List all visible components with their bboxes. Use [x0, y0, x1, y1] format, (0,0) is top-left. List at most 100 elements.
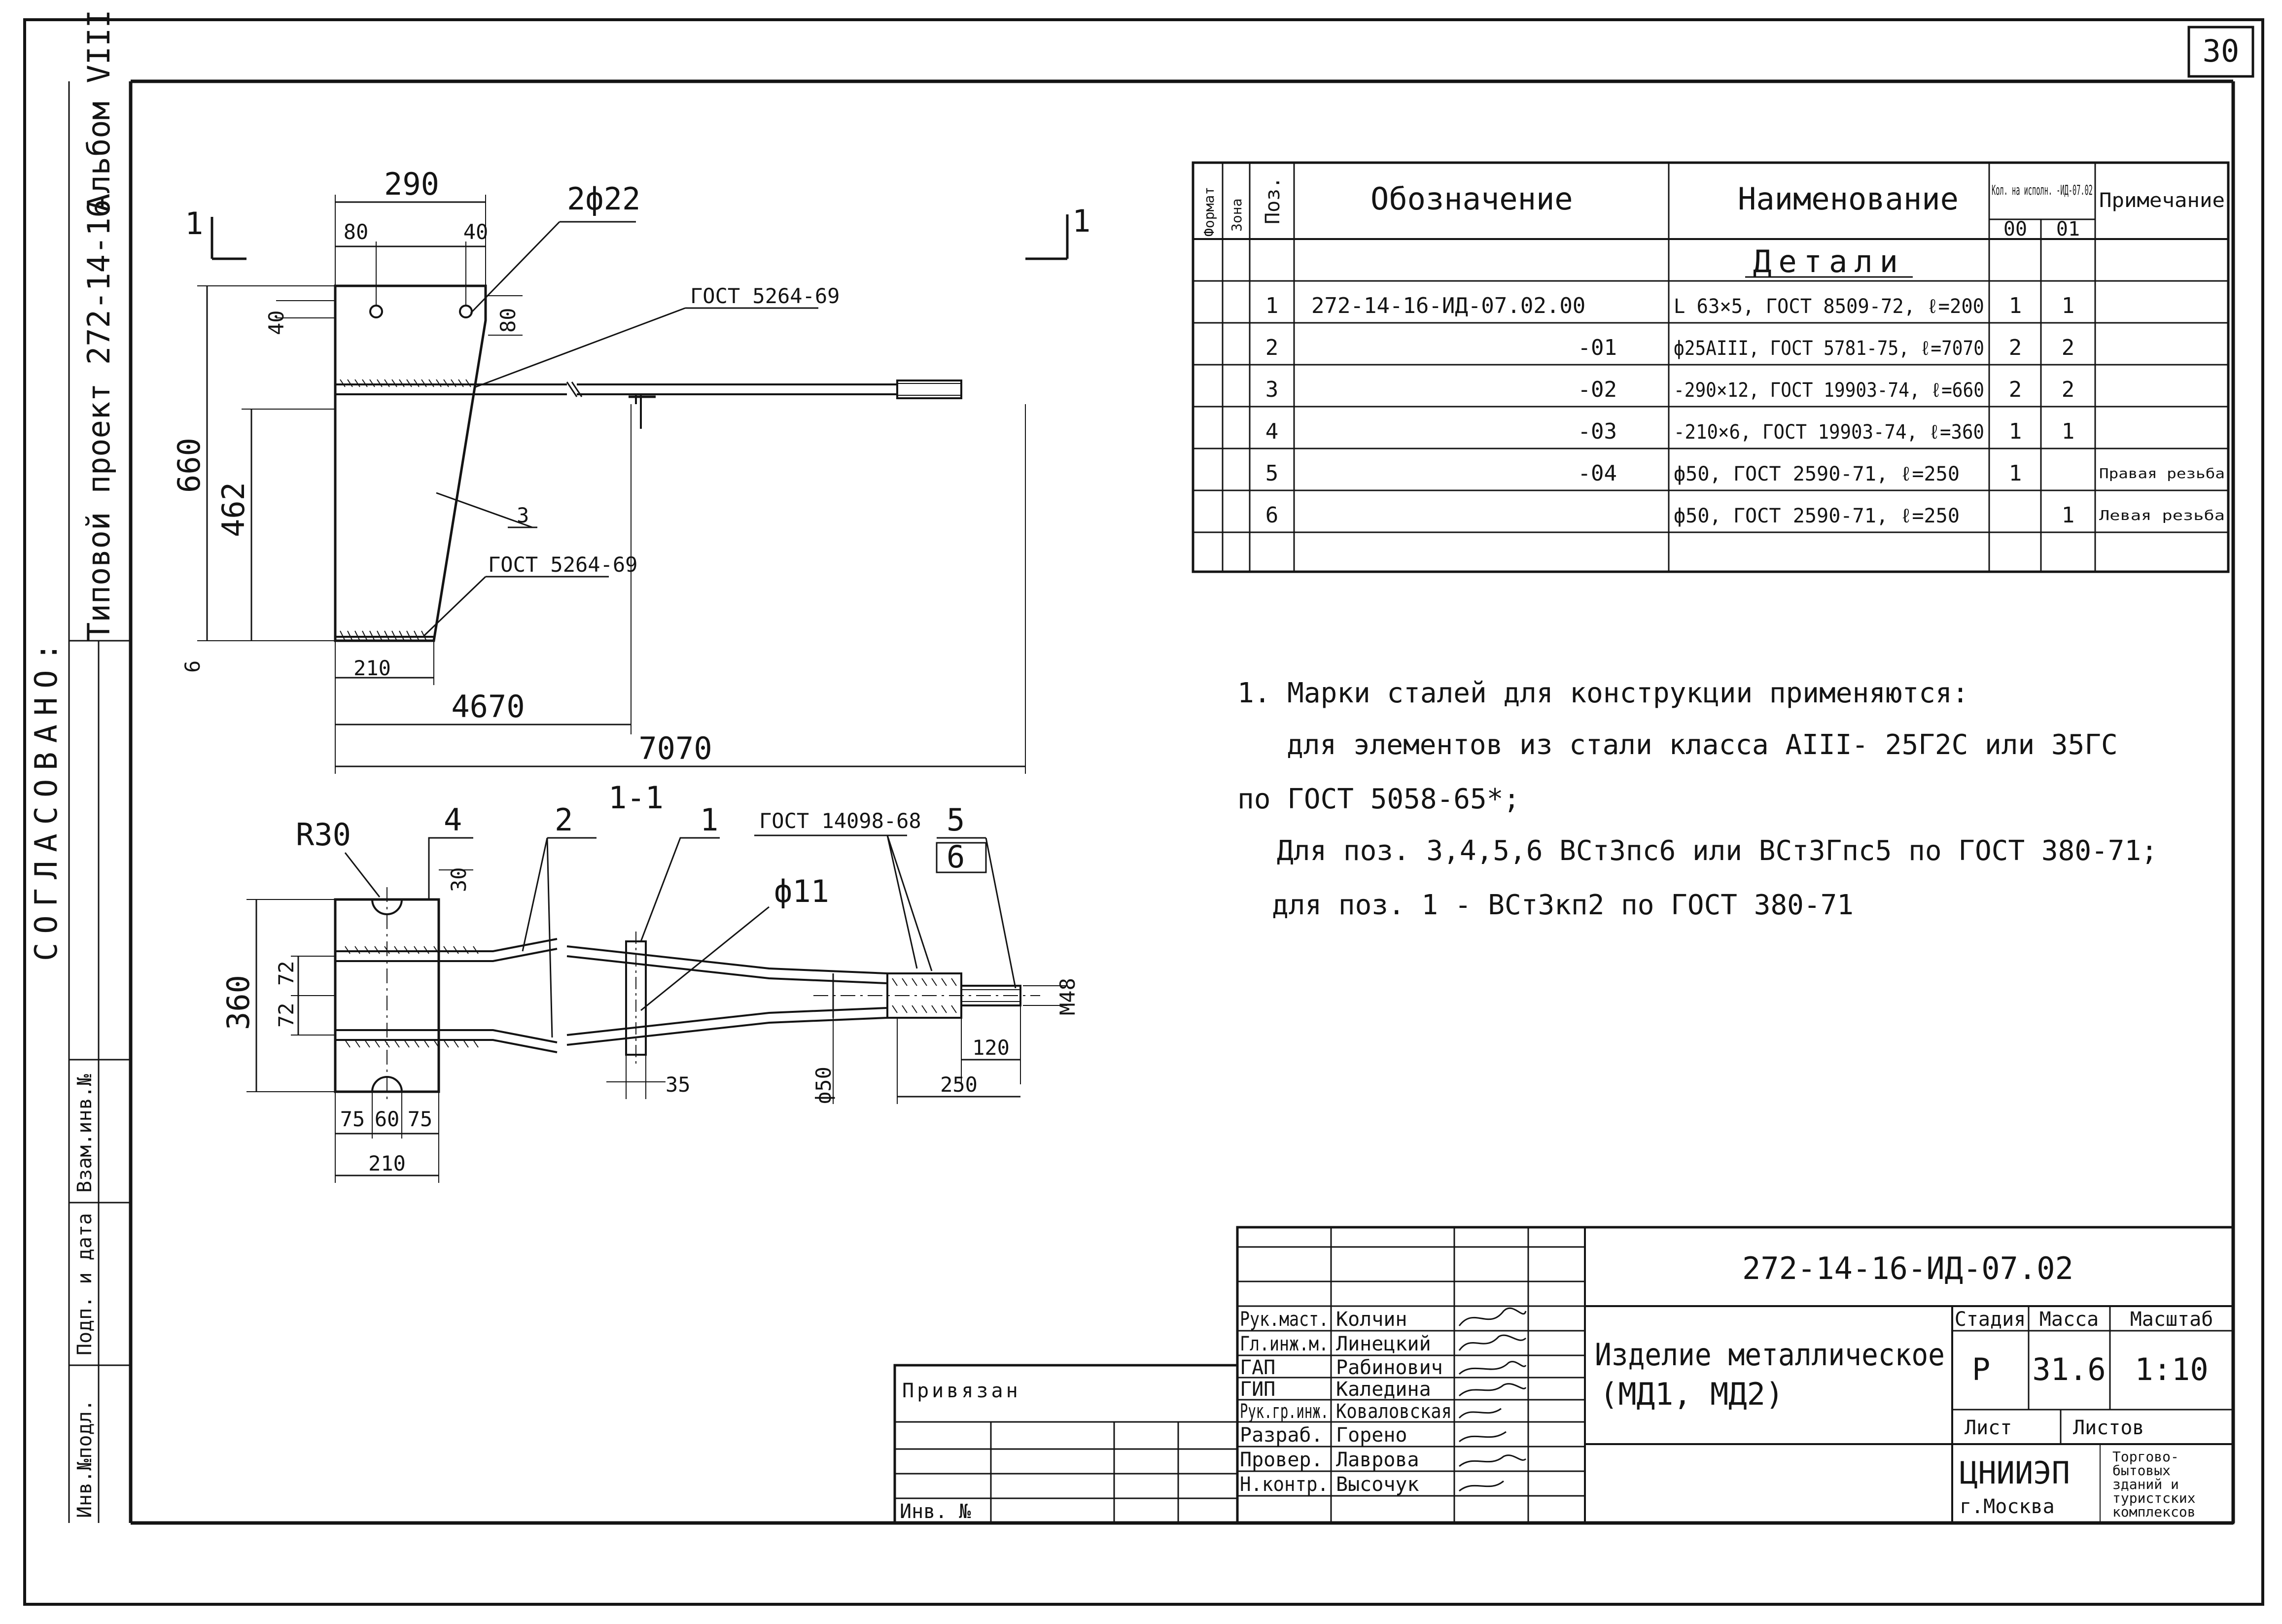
dim-6: 6: [180, 660, 205, 673]
header-format: Формат: [1201, 187, 1217, 237]
note-line-5: для поз. 1 - ВСт3кп2 по ГОСТ 380-71: [1272, 889, 1854, 921]
label-weld-top: ГОСТ 5264-69: [690, 284, 840, 308]
header-qty: Кол. на исполн. -ИД-07.02: [1992, 182, 2093, 198]
header-note: Примечание: [2099, 189, 2225, 212]
org-dept-4: туристских: [2112, 1490, 2196, 1506]
dim-phi50: ф50: [811, 1067, 836, 1104]
row3-designation: -02: [1578, 377, 1617, 402]
row3-name: -290×12, ГОСТ 19903-74, ℓ=660: [1674, 379, 1984, 402]
hole-left: [369, 305, 383, 318]
label-pos2: 2: [555, 802, 573, 838]
row3-q01: 2: [2062, 377, 2075, 402]
name-5: Коваловская: [1336, 1400, 1452, 1423]
dim-7070: 7070: [638, 730, 712, 766]
row4-q01: 1: [2062, 419, 2075, 444]
note-line-3: по ГОСТ 5058-65*;: [1237, 783, 1520, 815]
dim-75a: 75: [340, 1107, 365, 1131]
group-title: Детали: [1753, 243, 1905, 279]
role-1: Рук.маст.: [1240, 1308, 1329, 1331]
role-3: ГАП: [1240, 1356, 1275, 1379]
label-r30: R30: [296, 817, 351, 853]
rod-lower-a: [335, 1039, 558, 1053]
role-6: Разраб.: [1240, 1424, 1323, 1447]
row6-pos: 6: [1265, 503, 1279, 528]
dim-75b: 75: [408, 1107, 433, 1131]
rod-top: [335, 379, 962, 399]
dim-250: 250: [940, 1072, 978, 1097]
row4-q00: 1: [2009, 419, 2022, 444]
page-number-box: [2187, 26, 2254, 78]
note-line-4: Для поз. 3,4,5,6 ВСт3пс6 или ВСт3Гпс5 по…: [1277, 835, 2158, 867]
org-dept-5: комплексов: [2112, 1504, 2196, 1520]
org-dept-2: бытовых: [2112, 1462, 2171, 1479]
role-8: Н.контр.: [1240, 1473, 1329, 1496]
header-designation: Обозначение: [1370, 181, 1573, 217]
label-pos4: 4: [444, 802, 462, 838]
row2-name: ф25АIII, ГОСТ 5781-75, ℓ=7070: [1674, 337, 1984, 360]
label-pos1: 1: [700, 802, 718, 838]
scale-label: Масштаб: [2130, 1308, 2213, 1331]
elevation-view: 1 1: [171, 166, 1090, 774]
row5-note: Правая резьба: [2099, 465, 2225, 482]
row6-note: Левая резьба: [2099, 507, 2225, 523]
stage-label: Стадия: [1955, 1308, 2026, 1331]
row1-q00: 1: [2009, 293, 2022, 318]
note-line-1: 1. Марки сталей для конструкции применяю…: [1237, 677, 1968, 709]
dim-30: 30: [447, 867, 471, 892]
dim-80-side: 80: [496, 308, 520, 333]
dim-210-section: 210: [368, 1151, 406, 1175]
name-8: Высочук: [1336, 1473, 1419, 1496]
dim-660: 660: [171, 438, 207, 493]
name-2: Линецкий: [1336, 1333, 1431, 1355]
dim-360: 360: [220, 975, 256, 1030]
scale-value: 1:10: [2135, 1351, 2208, 1387]
project-label: Типовой проект 272-14-16: [81, 199, 117, 641]
angle-pos1: [629, 394, 656, 429]
header-zone: Зона: [1229, 199, 1245, 232]
stage-value: Р: [1972, 1351, 1990, 1387]
header-qty-00: 00: [2003, 218, 2027, 241]
row5-name: ф50, ГОСТ 2590-71, ℓ=250: [1674, 463, 1960, 485]
notes-block: 1. Марки сталей для конструкции применяю…: [1237, 677, 2158, 921]
dim-80: 80: [344, 220, 369, 244]
row5-pos: 5: [1265, 461, 1279, 486]
row1-designation: 272-14-16-ИД-07.02.00: [1311, 293, 1585, 318]
title-block: Рук.маст. Колчин Гл.инж.м. Линецкий ГАП …: [1236, 1226, 2235, 1524]
rod-lower-b: [566, 1017, 888, 1046]
label-weld-bottom: ГОСТ 5264-69: [488, 553, 637, 577]
row2-designation: -01: [1578, 335, 1617, 360]
label-2phi22: 2ф22: [567, 181, 640, 217]
org-city: г.Москва: [1960, 1495, 2055, 1518]
sheets-label: Листов: [2073, 1417, 2144, 1439]
dim-4670: 4670: [451, 689, 525, 725]
role-5: Рук.гр.инж.: [1240, 1400, 1329, 1423]
sheet-label: Лист: [1965, 1417, 2012, 1439]
soglasovano-label: СОГЛАСОВАНО:: [28, 634, 64, 961]
label-hole-11: ф11: [774, 873, 829, 909]
row5-designation: -04: [1578, 461, 1617, 486]
row3-pos: 3: [1265, 377, 1279, 402]
side-stamp-vzam-inv: Взам.инв.№: [73, 1074, 96, 1193]
side-stamp-inv-podl: Инв.№подл.: [73, 1399, 96, 1518]
side-stamp-podp-data: Подп. и дата: [73, 1213, 96, 1355]
org-dept-3: зданий и: [2112, 1476, 2179, 1492]
row2-q01: 2: [2062, 335, 2075, 360]
header-name: Наименование: [1738, 181, 1959, 217]
section-1-1: 1-1 R30 4 30 2: [220, 780, 1080, 1183]
row1-name: L 63×5, ГОСТ 8509-72, ℓ=200: [1674, 295, 1984, 318]
org-name: ЦНИИЭП: [1960, 1455, 2070, 1491]
spec-table: Формат Зона Поз. Обозначение Наименовани…: [1192, 161, 2230, 573]
hole-right: [459, 305, 473, 318]
role-7: Провер.: [1240, 1449, 1323, 1471]
header-qty-01: 01: [2056, 218, 2080, 241]
note-line-2: для элементов из стали класса АIII- 25Г2…: [1287, 729, 2118, 761]
row1-q01: 1: [2062, 293, 2075, 318]
section-title: 1-1: [608, 780, 664, 816]
section-mark-right: 1: [1072, 203, 1090, 239]
row4-designation: -03: [1578, 419, 1617, 444]
privyazan-block: Привязан Инв. №: [893, 1364, 1239, 1524]
mass-label: Масса: [2039, 1308, 2099, 1331]
dim-72a: 72: [274, 961, 298, 986]
plate-pos3: [334, 284, 487, 642]
